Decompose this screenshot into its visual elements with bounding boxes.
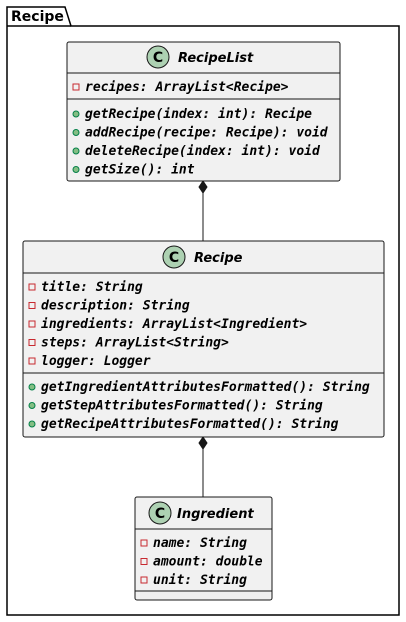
method-text: getSize(): int [85,163,195,178]
class-attribute: logger: Logger [28,354,151,369]
attribute-text: name: String [153,536,247,551]
method-text: getIngredientAttributesFormatted(): Stri… [41,380,370,395]
private-visibility-icon [28,283,36,291]
class-method: getSize(): int [72,163,195,178]
attribute-text: logger: Logger [41,354,151,369]
composition-recipe-ingredient [198,436,208,497]
class-recipe[interactable]: C Recipe title: String description: Strin… [22,240,385,438]
class-stereotype-icon [146,45,170,69]
class-attribute: steps: ArrayList<String> [28,336,229,351]
class-name: Ingredient [177,507,254,522]
class-members: title: String description: String ingredie… [28,280,370,432]
composition-diamond [198,436,208,450]
attribute-text: title: String [41,280,143,295]
composition-recipelist-recipe [198,180,208,241]
class-stereotype-icon [148,501,172,525]
class-method: getIngredientAttributesFormatted(): Stri… [28,380,370,395]
public-visibility-icon [72,147,80,155]
method-text: deleteRecipe(index: int): void [85,144,321,159]
private-visibility-icon [28,302,36,309]
public-visibility-icon [72,166,80,173]
public-visibility-icon [28,402,36,409]
composition-diamond [198,180,208,194]
class-members: name: String amount: double unit: String [140,536,263,588]
attribute-text: recipes: ArrayList<Recipe> [85,80,289,95]
method-text: addRecipe(recipe: Recipe): void [85,126,329,141]
class-attribute: name: String [140,536,247,551]
package-title: Recipe [11,9,64,25]
class-method: addRecipe(recipe: Recipe): void [72,126,329,141]
class-stereotype-letter: C [153,50,163,66]
class-attribute: recipes: ArrayList<Recipe> [72,80,289,95]
method-text: getRecipe(index: int): Recipe [85,107,312,122]
class-method: getRecipe(index: int): Recipe [72,107,312,122]
class-ingredient[interactable]: C Ingredient name: String amount: double u… [134,496,273,601]
public-visibility-icon [28,420,36,428]
class-method: getRecipeAttributesFormatted(): String [28,417,339,432]
class-method: deleteRecipe(index: int): void [72,144,321,159]
class-recipelist[interactable]: C RecipeList recipes: ArrayList<Recipe> g… [66,41,341,182]
class-stereotype-letter: C [169,250,179,266]
attribute-text: description: String [41,299,190,314]
class-members: recipes: ArrayList<Recipe> getRecipe(inde… [72,80,329,178]
class-attribute: title: String [28,280,143,295]
class-attribute: description: String [28,299,190,314]
public-visibility-icon [72,129,80,136]
class-name: RecipeList [178,51,254,66]
private-visibility-icon [28,357,36,365]
class-attribute: unit: String [140,573,247,588]
public-visibility-icon [28,383,36,391]
class-attribute: ingredients: ArrayList<Ingredient> [28,317,307,332]
attribute-text: steps: ArrayList<String> [41,336,229,351]
method-text: getRecipeAttributesFormatted(): String [41,417,339,432]
attribute-text: amount: double [153,555,263,570]
attribute-text: unit: String [153,573,247,588]
private-visibility-icon [140,558,148,565]
class-attribute: amount: double [140,555,263,570]
attribute-text: ingredients: ArrayList<Ingredient> [41,317,307,332]
class-stereotype-letter: C [155,506,165,522]
public-visibility-icon [72,110,80,118]
class-method: getStepAttributesFormatted(): String [28,399,323,414]
private-visibility-icon [72,83,80,91]
class-stereotype-icon [162,245,186,269]
method-text: getStepAttributesFormatted(): String [41,399,323,414]
class-name: Recipe [194,251,243,266]
private-visibility-icon [28,339,36,346]
private-visibility-icon [28,320,36,328]
private-visibility-icon [140,539,148,547]
private-visibility-icon [140,576,148,584]
